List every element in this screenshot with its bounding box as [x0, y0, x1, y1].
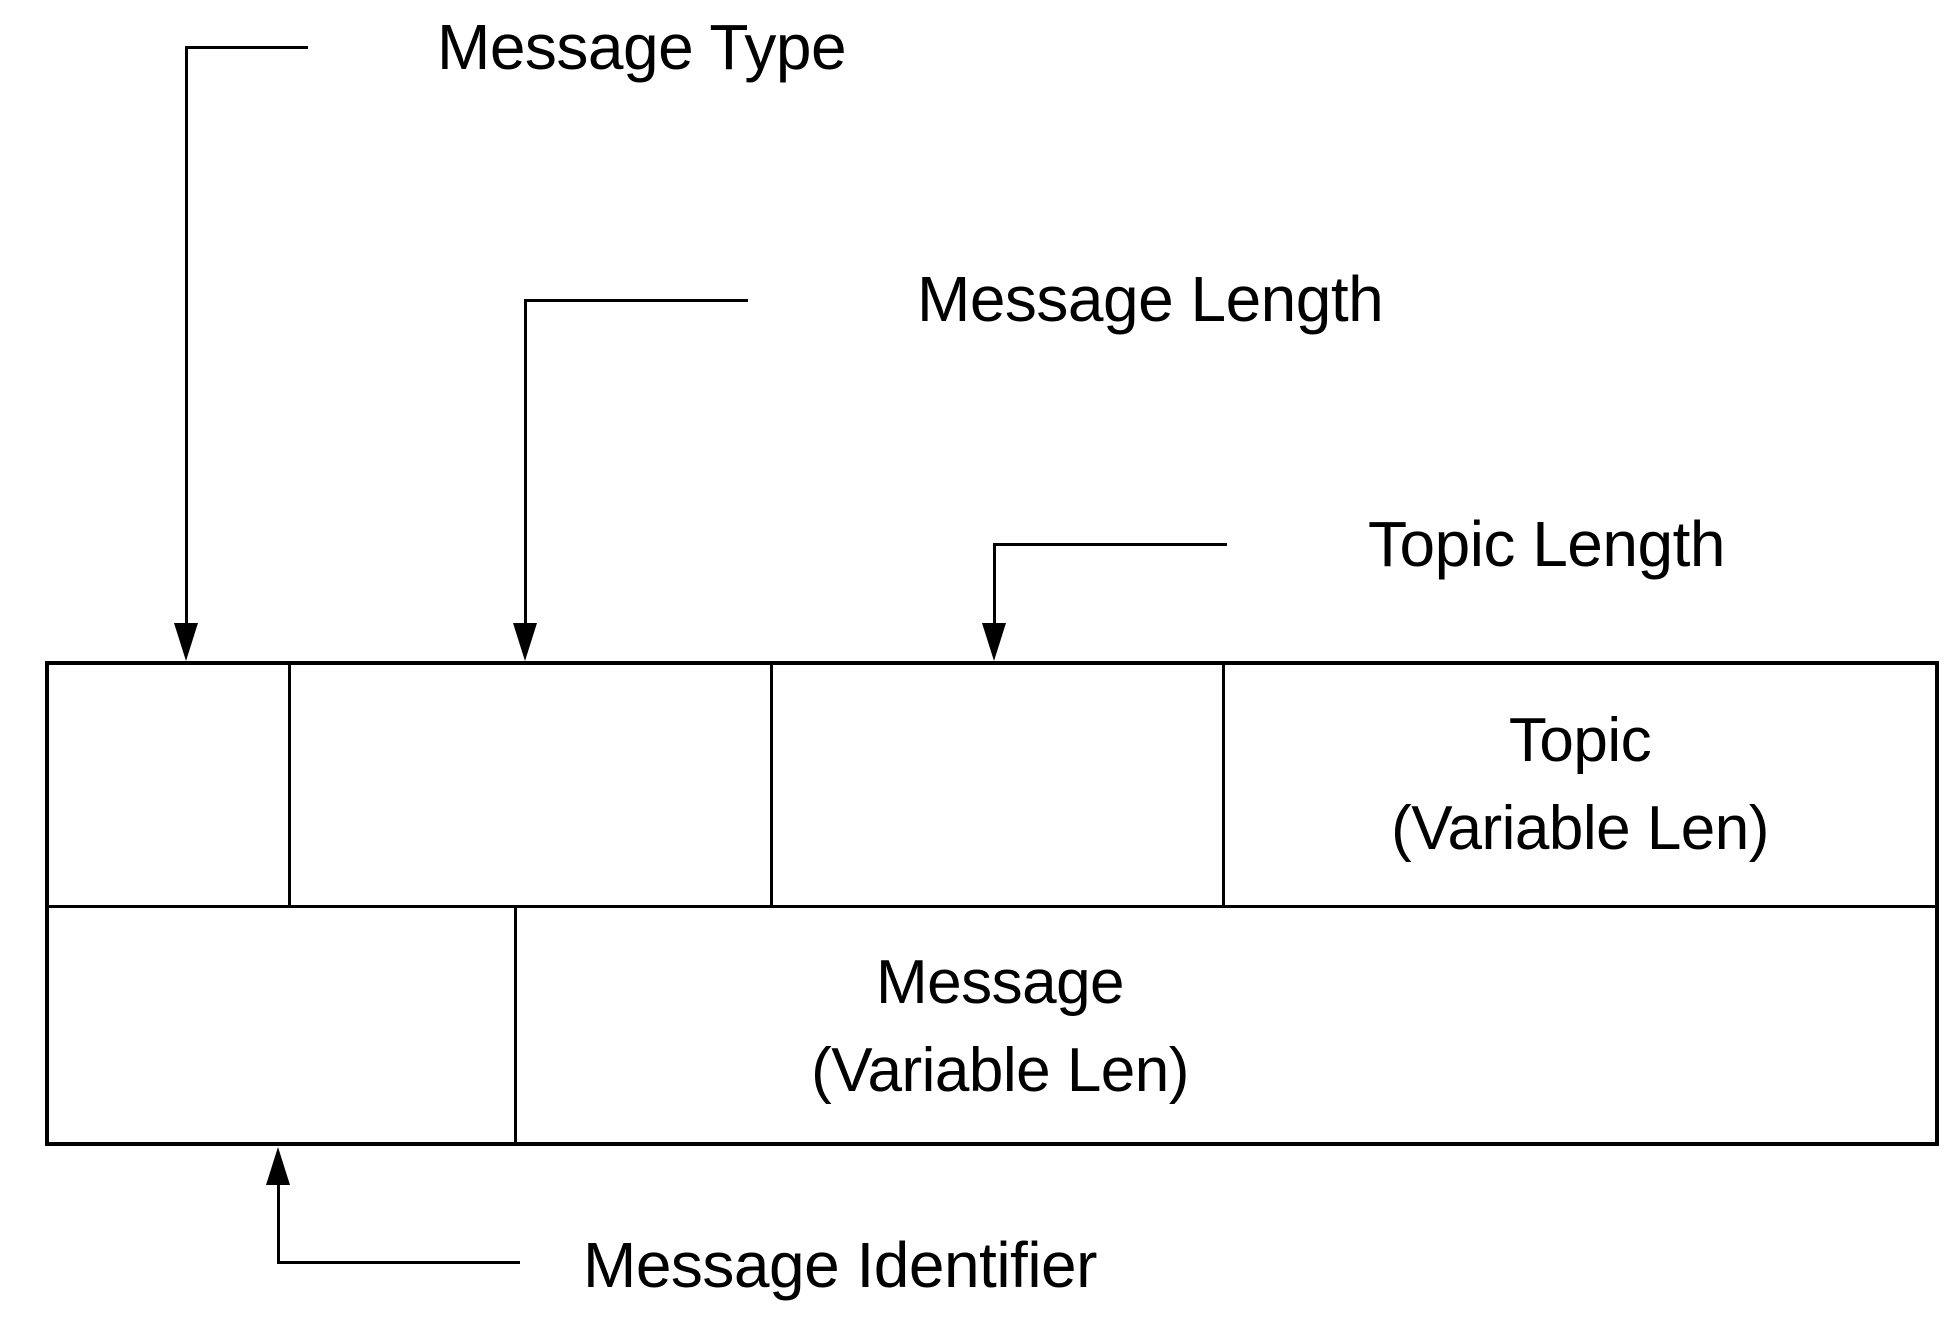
packet-row-2 — [49, 908, 1935, 1142]
cell-topic: Topic (Variable Len) — [1225, 665, 1935, 905]
cell-message-identifier — [49, 908, 517, 1142]
message-cell-label-line2: (Variable Len) — [811, 1036, 1189, 1105]
message-cell-label: Message (Variable Len) — [811, 939, 1189, 1115]
arrow-down-icon — [513, 623, 537, 661]
cell-message — [517, 908, 1935, 1142]
message-identifier-label: Message Identifier — [583, 1229, 1097, 1302]
message-identifier-connector-horizontal — [277, 1261, 520, 1264]
message-length-connector-vertical — [524, 299, 527, 625]
packet-row-1: Topic (Variable Len) — [49, 665, 1935, 908]
topic-length-label: Topic Length — [1368, 508, 1725, 581]
message-type-label: Message Type — [437, 11, 847, 84]
arrow-up-icon — [266, 1147, 290, 1185]
topic-cell-label-line2: (Variable Len) — [1391, 794, 1769, 863]
message-type-connector-vertical — [185, 46, 188, 625]
topic-cell-label: Topic (Variable Len) — [1391, 697, 1769, 873]
message-length-label: Message Length — [917, 263, 1384, 336]
message-length-connector-horizontal — [525, 299, 748, 302]
arrow-down-icon — [174, 623, 198, 661]
topic-length-connector-horizontal — [994, 543, 1227, 546]
message-cell-label-line1: Message — [875, 948, 1125, 1017]
packet-structure-table: Topic (Variable Len) — [45, 661, 1939, 1146]
arrow-down-icon — [982, 623, 1006, 661]
topic-length-connector-vertical — [993, 543, 996, 625]
cell-message-length — [291, 665, 773, 905]
cell-message-type — [49, 665, 291, 905]
message-identifier-connector-vertical — [277, 1183, 280, 1264]
topic-cell-label-line1: Topic — [1508, 706, 1652, 775]
cell-topic-length — [773, 665, 1225, 905]
message-type-connector-horizontal — [186, 46, 308, 49]
